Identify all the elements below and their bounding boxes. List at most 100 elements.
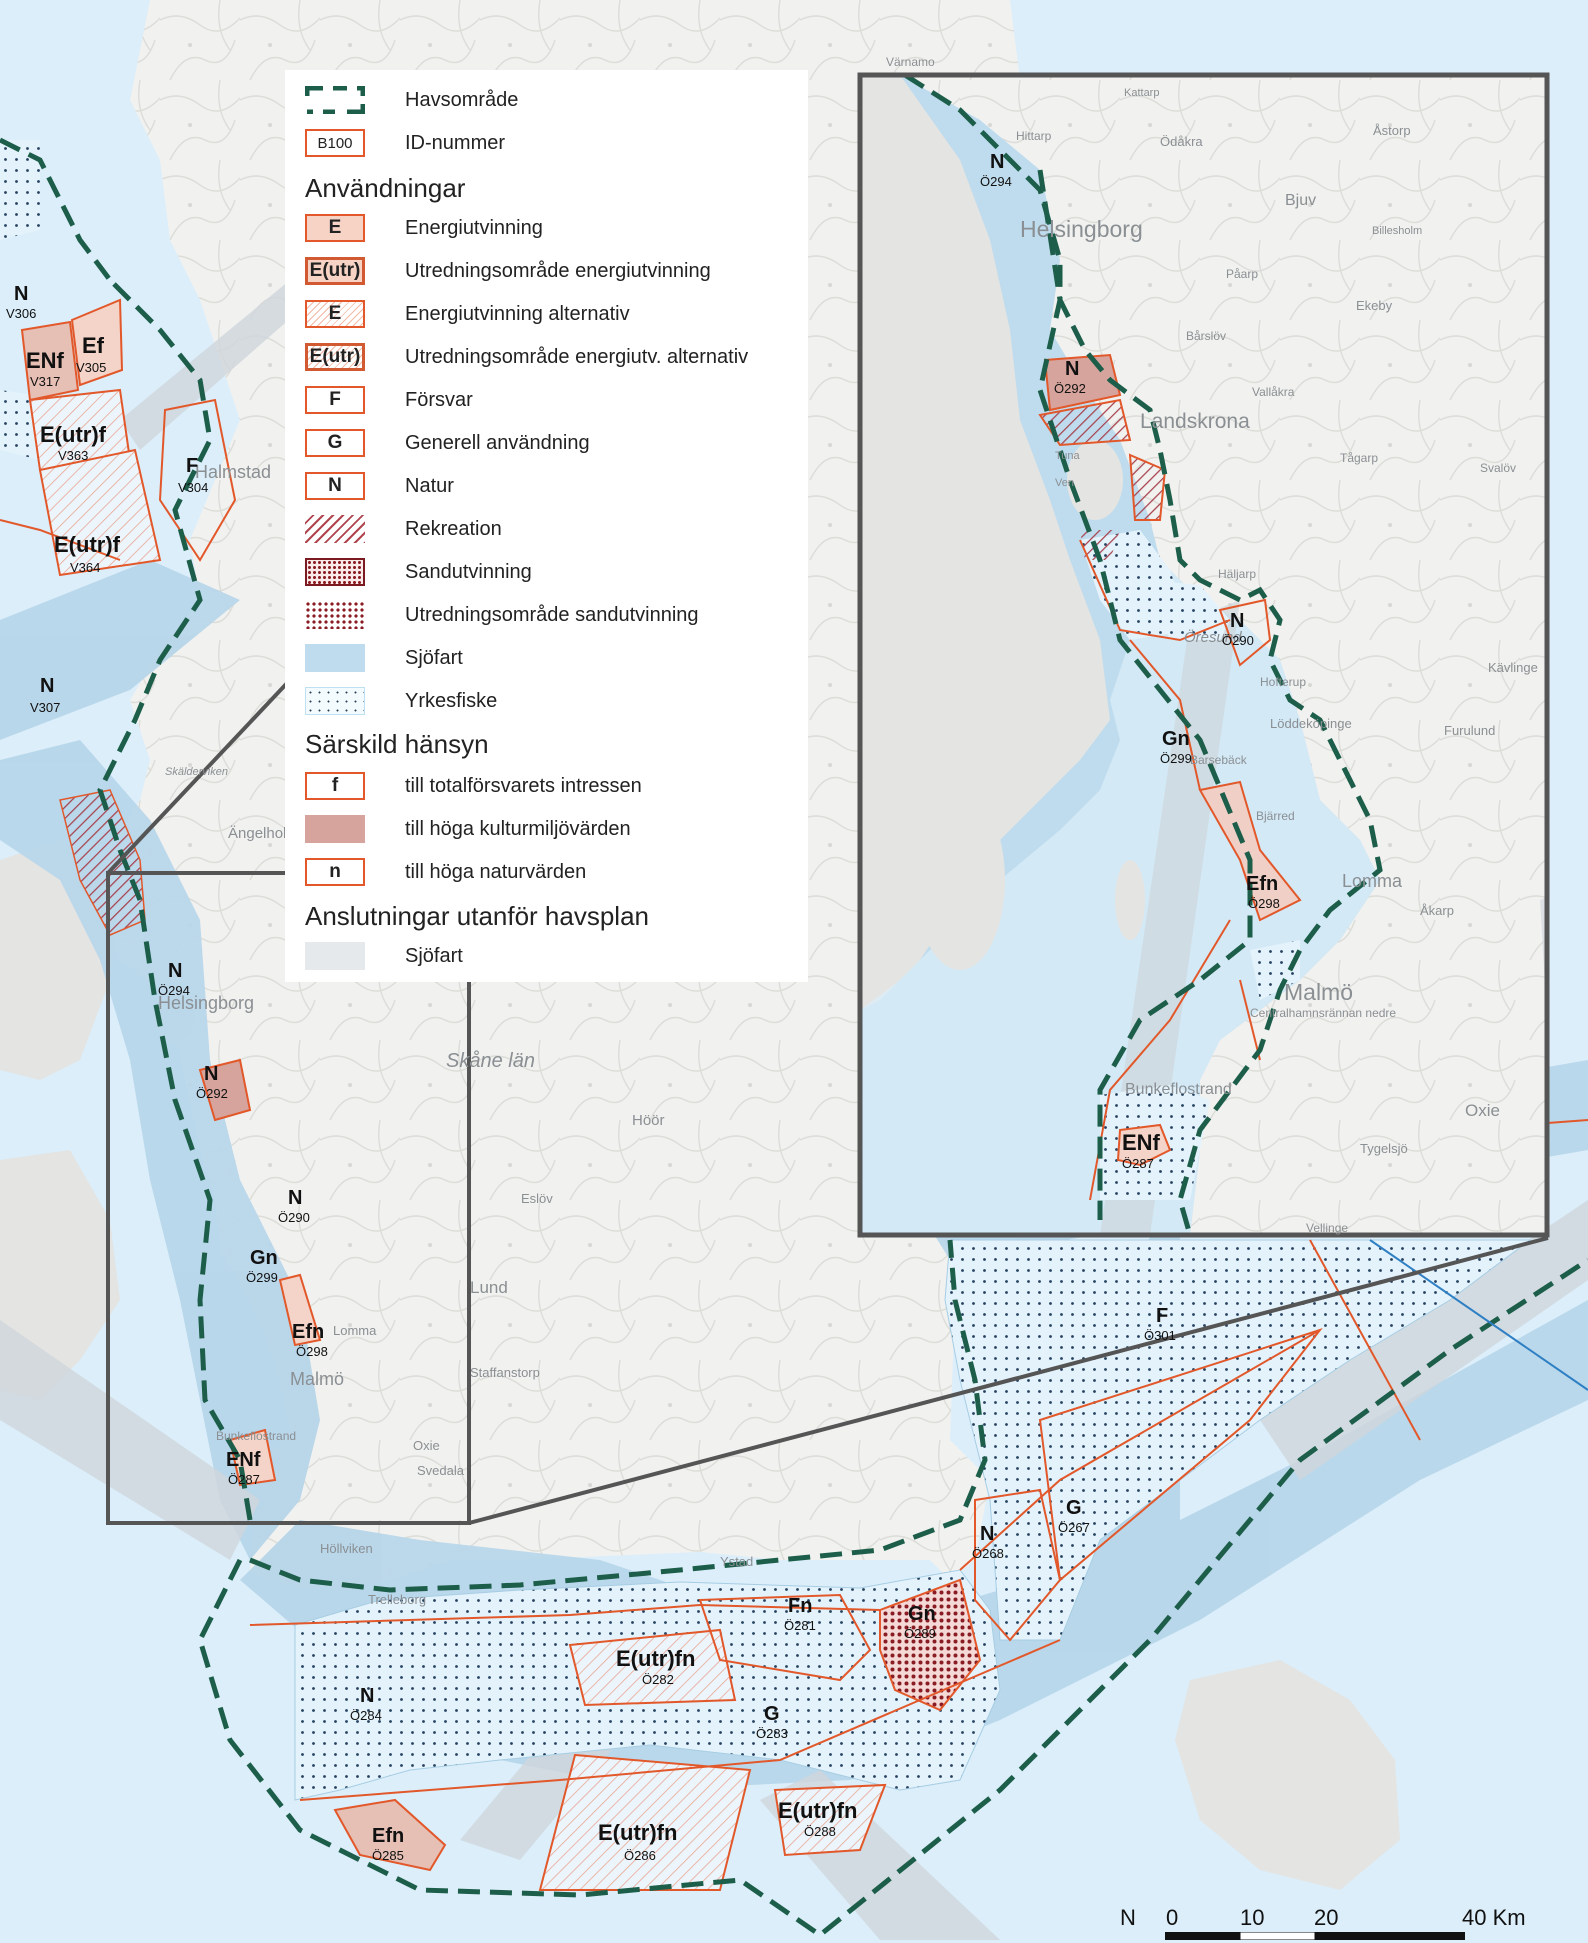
cable-line <box>1369 1239 1588 1391</box>
place-hoor: Höör <box>632 1112 665 1129</box>
scale-tick-20: 20 <box>1314 1905 1339 1930</box>
legend-row-yrkesfiske: Yrkesfiske <box>285 681 808 721</box>
svg-text:Bunkeflostrand: Bunkeflostrand <box>1125 1081 1232 1098</box>
svg-text:Ö299: Ö299 <box>1160 751 1192 766</box>
area-V364[interactable] <box>38 448 162 577</box>
place-staffanstorp: Staffanstorp <box>470 1365 540 1380</box>
legend-label: till totalförsvarets intressen <box>405 775 642 797</box>
legend-row-sjofart: Sjöfart <box>285 638 808 678</box>
svg-text:Hittarp: Hittarp <box>1016 129 1052 143</box>
place-helsingborg: Helsingborg <box>158 993 254 1013</box>
svg-text:Centralhamnsrännan nedre: Centralhamnsrännan nedre <box>1250 1006 1396 1020</box>
legend-symbol-g: G <box>305 429 365 457</box>
legend-label: Sjöfart <box>405 647 463 669</box>
legend-label: Sandutvinning <box>405 561 532 583</box>
svg-text:Ö288: Ö288 <box>804 1824 836 1839</box>
legend-symbol-rekreation <box>305 515 365 543</box>
area-V304[interactable] <box>158 398 237 562</box>
legend-label: Energiutvinning alternativ <box>405 303 630 325</box>
land-bornholm <box>1175 1660 1400 1890</box>
area-O268[interactable] <box>974 1488 1062 1642</box>
legend-row-id: B100 ID-nummer <box>285 123 808 163</box>
area-labels-main: N V306 ENf V317 Ef V305 E(utr)f V363 F V… <box>6 283 1176 1863</box>
legend-row-rekreation: Rekreation <box>285 509 808 549</box>
svg-text:Barsebäck: Barsebäck <box>1190 753 1248 767</box>
area-O292-small[interactable] <box>198 1058 252 1122</box>
legend-label: Yrkesfiske <box>405 690 498 712</box>
svg-text:Ö301: Ö301 <box>1144 1328 1176 1343</box>
legend-label: Rekreation <box>405 518 502 540</box>
svg-text:N: N <box>1230 610 1244 632</box>
legend-label: Havsområde <box>405 89 519 111</box>
area-V305[interactable] <box>70 298 124 387</box>
svg-text:V307: V307 <box>30 700 60 715</box>
legend-row-naturvarden: n till höga naturvärden <box>285 852 808 892</box>
area-O281[interactable] <box>698 1593 872 1682</box>
legend-symbol-n: N <box>305 472 365 500</box>
place-eslov: Eslöv <box>521 1191 553 1206</box>
legend-symbol-sand <box>305 558 365 586</box>
area-O282[interactable] <box>568 1628 737 1707</box>
legend-label: till höga kulturmiljövärden <box>405 818 631 840</box>
legend-row-energi: E Energiutvinning <box>285 208 808 248</box>
scale-tick-0: 0 <box>1166 1905 1179 1930</box>
havsomrade-boundary <box>0 137 1588 1939</box>
svg-text:V305: V305 <box>76 360 106 375</box>
area-O289[interactable] <box>879 1578 982 1712</box>
legend-label: Försvar <box>405 389 473 411</box>
legend-symbol-e-alt: E <box>305 300 365 328</box>
svg-text:V304: V304 <box>178 480 208 495</box>
area-O288[interactable] <box>773 1783 887 1857</box>
svg-text:Ö287: Ö287 <box>1122 1156 1154 1171</box>
svg-text:Gn: Gn <box>250 1247 278 1269</box>
svg-text:N: N <box>1065 358 1079 380</box>
svg-text:Vellinge: Vellinge <box>1306 1221 1348 1235</box>
place-skane-lan: Skåne län <box>446 1050 535 1072</box>
area-O267[interactable] <box>1038 1328 1323 1582</box>
svg-text:Häljarp: Häljarp <box>1218 567 1256 581</box>
svg-text:Ö267: Ö267 <box>1058 1520 1090 1535</box>
svg-text:ENf: ENf <box>226 1449 261 1471</box>
place-lund: Lund <box>470 1278 508 1297</box>
legend-row-generell: G Generell användning <box>285 423 808 463</box>
place-malmo: Malmö <box>290 1369 344 1389</box>
svg-text:F: F <box>186 455 198 477</box>
place-halmstad: Halmstad <box>195 462 271 482</box>
legend-label: Utredningsområde energiutv. alternativ <box>405 346 749 368</box>
fiske-northwest <box>0 140 120 460</box>
place-oxie: Oxie <box>413 1438 440 1453</box>
legend-heading-sarskild: Särskild hänsyn <box>305 729 489 759</box>
svg-text:Ö283: Ö283 <box>756 1726 788 1741</box>
svg-text:ENf: ENf <box>26 348 65 373</box>
legend-row-forsvar: F Försvar <box>285 380 808 420</box>
zoom-connector-top <box>106 678 292 875</box>
legend-label: ID-nummer <box>405 132 506 154</box>
svg-text:Ö289: Ö289 <box>904 1626 936 1641</box>
area-O285[interactable] <box>333 1798 447 1872</box>
svg-text:N: N <box>980 1523 994 1545</box>
legend-label: Sjöfart <box>405 945 463 967</box>
area-O286[interactable] <box>538 1753 752 1891</box>
svg-text:V317: V317 <box>30 374 60 389</box>
svg-text:Malmö: Malmö <box>1284 979 1353 1005</box>
svg-text:Ekeby: Ekeby <box>1356 298 1393 313</box>
svg-text:Ö290: Ö290 <box>1222 633 1254 648</box>
havsomrade-symbol <box>305 86 365 114</box>
legend-row-utr-energi-alt: E(utr) Utredningsområde energiutv. alter… <box>285 337 808 377</box>
svg-text:Lomma: Lomma <box>1342 871 1403 891</box>
area-O298-small[interactable] <box>278 1273 322 1347</box>
svg-text:N: N <box>168 960 182 982</box>
legend-symbol-f: F <box>305 386 365 414</box>
svg-text:Ödåkra: Ödåkra <box>1160 134 1203 149</box>
svg-text:E(utr)f: E(utr)f <box>54 532 121 557</box>
legend-row-utr-sand: Utredningsområde sandutvinning <box>285 595 808 635</box>
legend-panel: Havsområde B100 ID-nummer Användningar E… <box>285 70 808 982</box>
svg-text:E(utr)f: E(utr)f <box>40 422 107 447</box>
svg-text:Ö284: Ö284 <box>350 1708 382 1723</box>
area-V317[interactable] <box>20 320 80 402</box>
svg-text:Vallåkra: Vallåkra <box>1252 385 1295 399</box>
svg-text:Ö290: Ö290 <box>278 1210 310 1225</box>
svg-text:Ö294: Ö294 <box>158 983 190 998</box>
place-lomma: Lomma <box>333 1323 377 1338</box>
svg-text:Gn: Gn <box>908 1603 936 1625</box>
